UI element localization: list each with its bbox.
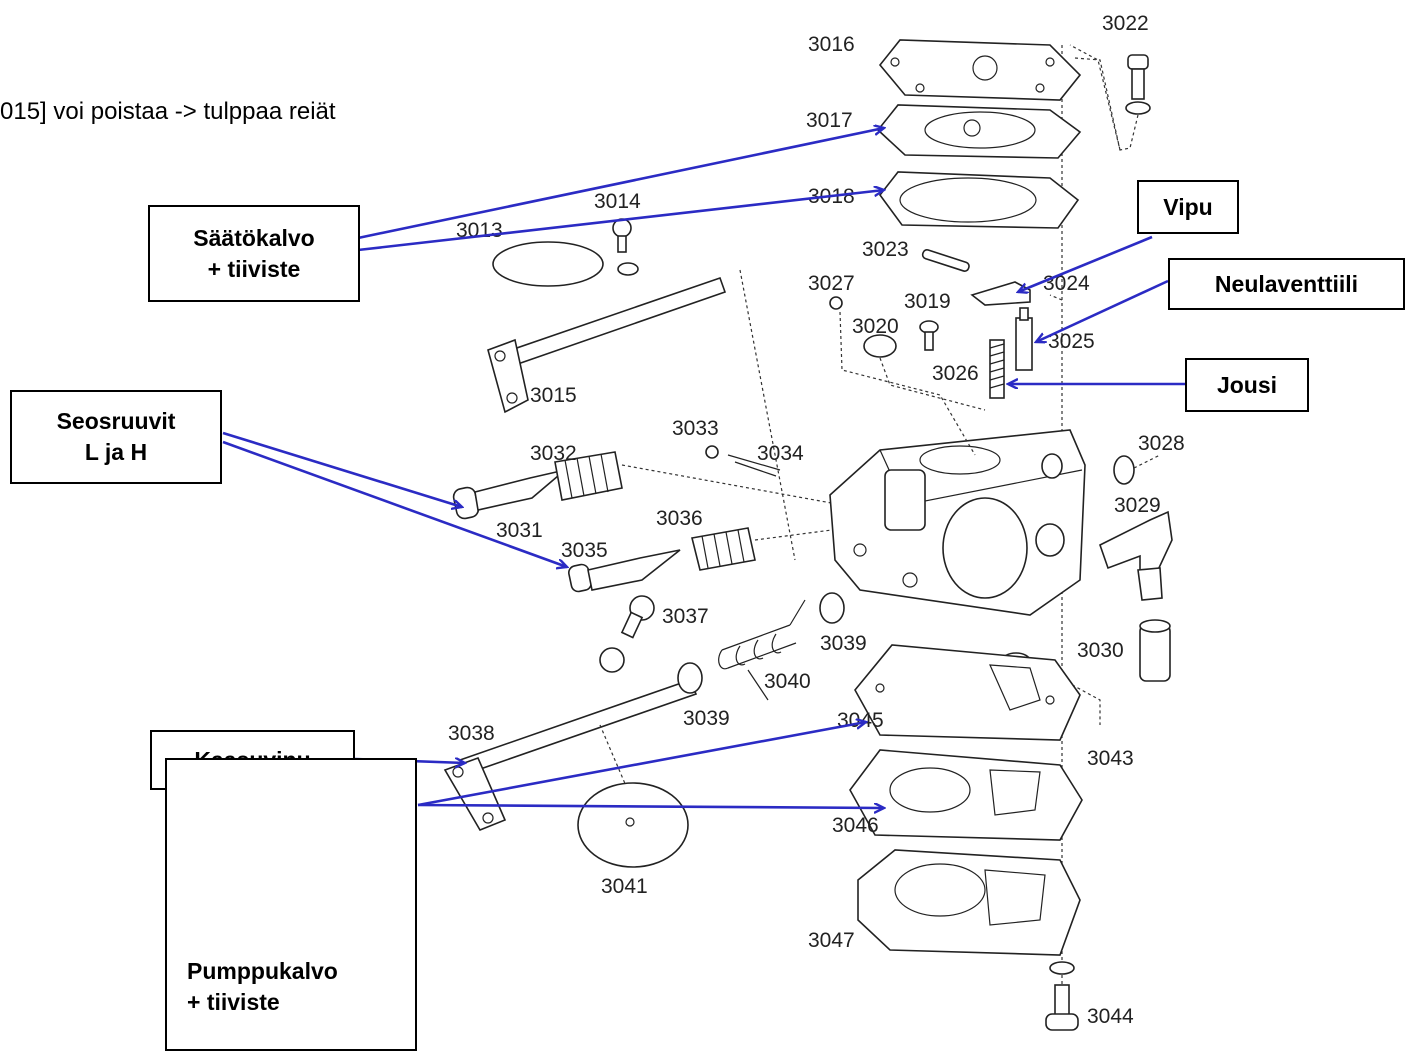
label-3017: 3017 (806, 109, 853, 132)
arrow-seosruuvit-h (222, 440, 567, 567)
arrow-saatokalvo-3017 (357, 128, 884, 240)
guide-3027 (839, 311, 976, 456)
callout-vipu-text: Vipu (1163, 193, 1213, 220)
label-3014: 3014 (594, 190, 641, 213)
label-3030: 3030 (1077, 639, 1124, 662)
callout-saatokalvo-line2: + tiiviste (207, 255, 301, 282)
part-3017-diaphragm (876, 104, 1082, 159)
part-3046-gasket (849, 749, 1083, 841)
part-3026-spring (989, 339, 1005, 399)
arrow-pumppukalvo-3046 (417, 805, 884, 808)
part-3023-pin (921, 249, 970, 272)
label-3029: 3029 (1114, 494, 1161, 517)
part-3045-pump-diaphragm (854, 644, 1081, 741)
label-3015: 3015 (530, 384, 577, 407)
label-3019: 3019 (904, 290, 951, 313)
part-3033-ball (705, 445, 719, 459)
label-3027: 3027 (808, 272, 855, 295)
label-3023: 3023 (862, 238, 909, 261)
part-3015-shaft (487, 276, 727, 414)
label-3031: 3031 (496, 519, 543, 542)
callout-seosruuvit-line1: Seosruuvit (56, 408, 176, 434)
part-3013-plate (492, 241, 604, 287)
part-3027-ring (829, 296, 843, 310)
label-3039b: 3039 (683, 707, 730, 730)
part-3044-screw (1045, 961, 1079, 1031)
callout-pumppukalvo-line1: Pumppukalvo (187, 958, 338, 984)
label-3016: 3016 (808, 33, 855, 56)
arrow-saatokalvo-3018 (357, 190, 884, 252)
callout-saatokalvo: Säätökalvo + tiiviste (148, 205, 360, 302)
label-3040: 3040 (764, 670, 811, 693)
callout-neulaventtiili-text: Neulaventtiili (1214, 270, 1359, 297)
label-3046: 3046 (832, 814, 879, 837)
part-3029-elbow (1099, 510, 1173, 601)
callout-jousi-text: Jousi (1216, 371, 1278, 398)
guide-3016 (1074, 57, 1121, 151)
guide-3024 (1049, 294, 1063, 301)
callout-seosruuvit: Seosruuvit L ja H (10, 390, 222, 484)
callout-neulaventtiili: Neulaventtiili (1168, 258, 1405, 310)
label-3041: 3041 (601, 875, 648, 898)
callout-saatokalvo-line1: Säätökalvo (193, 224, 315, 251)
arrow-neulaventtiili (1036, 279, 1169, 342)
guide-3015 (739, 269, 796, 561)
part-3022-screw (1069, 44, 1151, 151)
part-3035-screw-h (568, 549, 681, 593)
callout-seosruuvit-line2: L ja H (84, 439, 148, 465)
label-3038: 3038 (448, 722, 495, 745)
part-3025-needle (1015, 307, 1033, 371)
carburetor-body (829, 429, 1086, 616)
label-3035: 3035 (561, 539, 608, 562)
part-3032-spring (554, 451, 623, 501)
label-3047: 3047 (808, 929, 855, 952)
label-3039a: 3039 (820, 632, 867, 655)
callout-pumppukalvo-line2: + tiiviste (187, 989, 280, 1015)
callout-jousi: Jousi (1185, 358, 1309, 412)
label-3043: 3043 (1087, 747, 1134, 770)
label-3025: 3025 (1048, 330, 1095, 353)
arrow-pumppukalvo-3045 (417, 722, 866, 807)
part-3039-bushing-b (677, 662, 703, 694)
label-3045: 3045 (837, 709, 884, 732)
part-3018-gasket (878, 171, 1080, 229)
part-3034-spring (727, 454, 781, 477)
part-3036-spring (691, 527, 756, 571)
part-3016-cover (878, 39, 1082, 101)
label-3024: 3024 (1043, 272, 1090, 295)
label-3020: 3020 (852, 315, 899, 338)
label-3022: 3022 (1102, 12, 1149, 35)
part-3024-lever (970, 281, 1031, 306)
arrow-seosruuvit-l (222, 431, 462, 507)
label-3028: 3028 (1138, 432, 1185, 455)
arrow-vipu (1018, 235, 1153, 292)
part-3014-screw (612, 218, 639, 276)
callout-vipu: Vipu (1137, 180, 1239, 234)
part-3028-washer (1113, 455, 1135, 485)
label-3036: 3036 (656, 507, 703, 530)
part-3047-pump-cover (857, 849, 1081, 956)
removal-note: 015] voi poistaa -> tulppaa reiät (0, 98, 336, 125)
part-3030-fitting (1139, 619, 1171, 682)
part-3037-screw (599, 595, 655, 673)
part-3031-screw-l (452, 469, 566, 520)
label-3037: 3037 (662, 605, 709, 628)
label-3032: 3032 (530, 442, 577, 465)
callout-pumppukalvo: Pumppukalvo + tiiviste (165, 758, 417, 1051)
label-3033: 3033 (672, 417, 719, 440)
label-3026: 3026 (932, 362, 979, 385)
guide-3028 (1133, 454, 1161, 469)
label-3044: 3044 (1087, 1005, 1134, 1028)
guide-3032 (621, 464, 871, 511)
label-3034: 3034 (757, 442, 804, 465)
part-3039-bushing-a (819, 592, 845, 624)
part-3040-spring (718, 599, 806, 701)
part-3020-disc (863, 334, 897, 358)
part-3019-screw (919, 320, 939, 351)
